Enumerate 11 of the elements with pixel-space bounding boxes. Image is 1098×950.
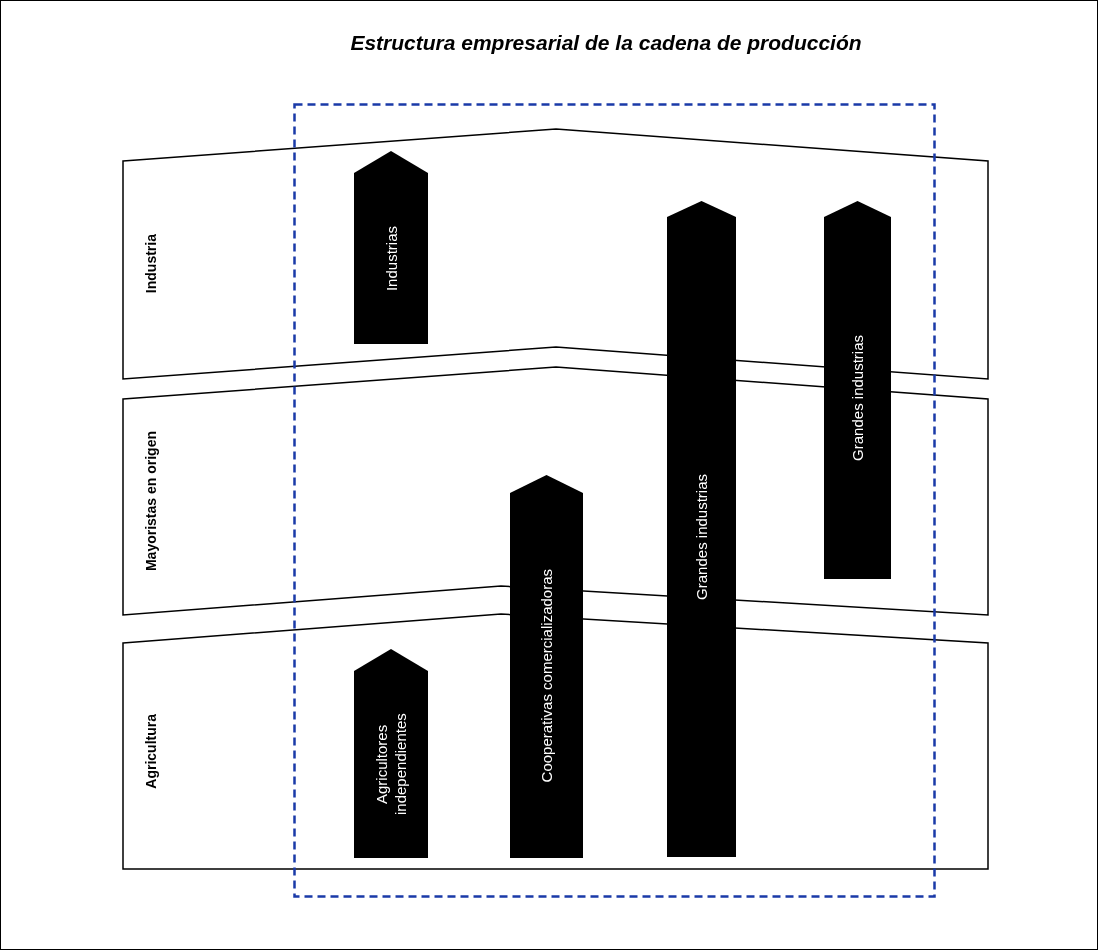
diagram-title: Estructura empresarial de la cadena de producción	[350, 31, 862, 54]
arrow-label: Grandes industrias	[692, 474, 711, 600]
arrow-label: Agricultores independientes	[372, 712, 410, 818]
block-arrow	[354, 649, 428, 858]
arrow-label: Cooperativas comercializadoras	[537, 568, 556, 783]
arrow-label: Industrias	[381, 225, 401, 291]
layer-label: Agricultura	[143, 714, 159, 789]
block-arrow	[354, 151, 428, 344]
arrow-label: Grandes industrias	[848, 335, 867, 461]
layer-label: Industria	[143, 234, 159, 294]
layer-label: Mayoristas en origen	[143, 430, 159, 571]
